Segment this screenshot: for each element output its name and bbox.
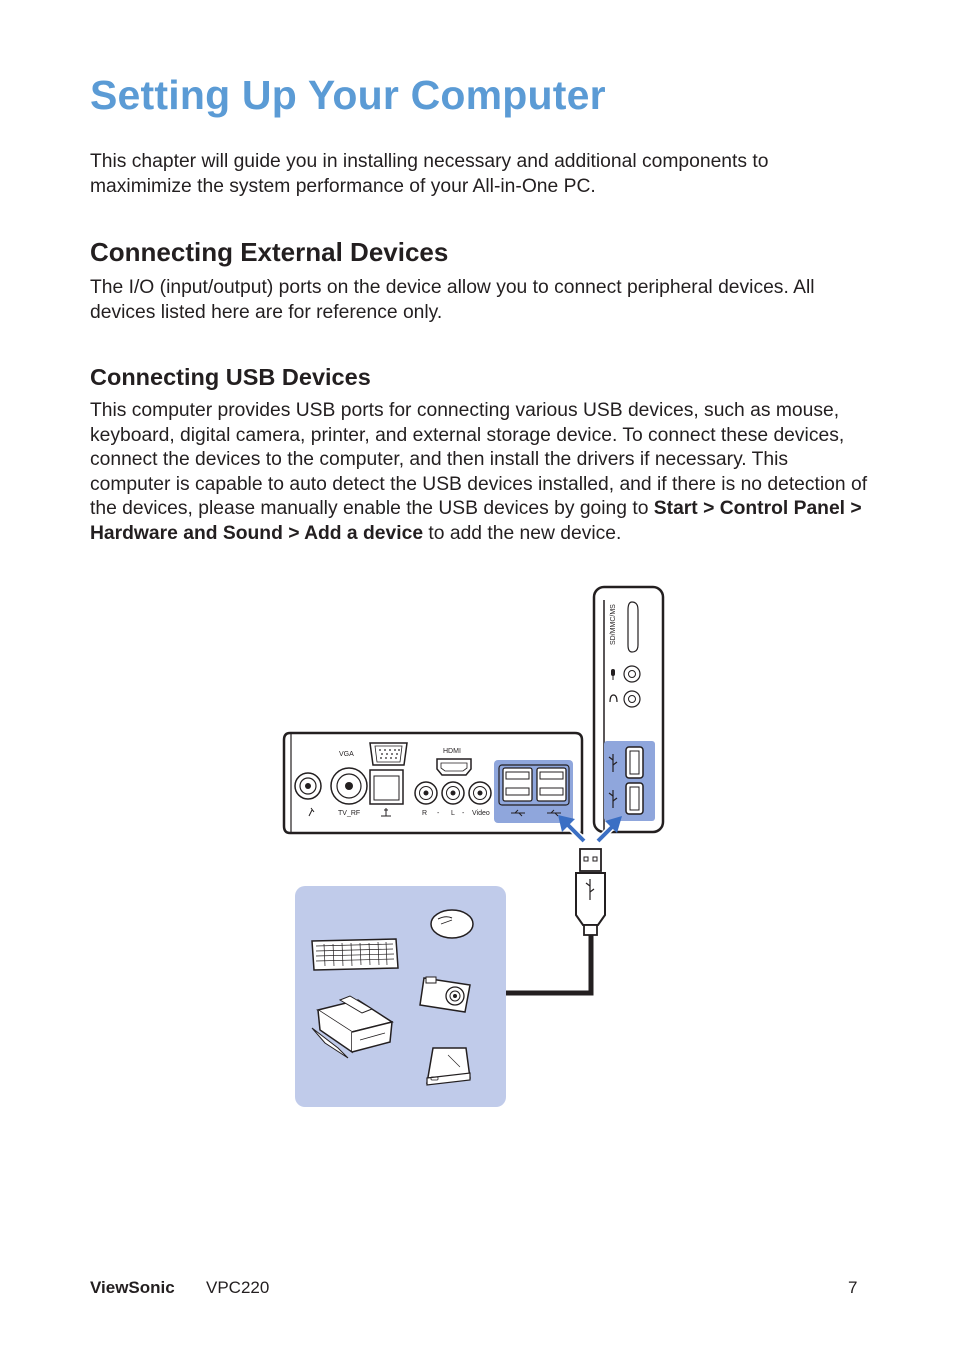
tv-rf-label: TV_RF [338,810,360,817]
side-io-panel: SD/MMC/MS [592,585,665,834]
usb-symbol-icon [511,809,561,817]
printer-icon [311,995,394,1059]
rear-io-panel: TV_RF VGA HDMI R - L - Video [282,731,584,835]
external-storage-icon [426,1047,471,1086]
keyboard-icon [311,938,399,971]
audio-r-label: R [422,810,427,817]
usb-devices-panel [295,886,506,1107]
hdmi-label: HDMI [443,748,461,755]
side-usb-port-2 [625,782,644,815]
usb-paragraph-text-start: This computer provides USB ports for con… [90,400,868,520]
footer-brand: ViewSonic [90,1278,175,1297]
video-jack [468,781,492,805]
vga-label: VGA [339,751,354,758]
usb-menu-path: Start > Control Panel > Hardware and Sou… [90,498,862,544]
vga-port [369,742,408,766]
usb-connection-diagram: SD/MMC/MS TV_RF VGA [282,585,665,1107]
antenna-port [294,772,322,800]
tv-rf-port [330,767,368,805]
side-usb-port-1 [625,746,644,779]
mouse-icon [430,909,474,939]
section-heading-external-devices: Connecting External Devices [90,237,449,267]
section-heading-usb-devices: Connecting USB Devices [90,364,371,390]
svg-text:-: - [437,810,440,817]
external-devices-paragraph: The I/O (input/output) ports on the devi… [90,277,815,323]
antenna-icon [308,807,315,817]
audio-l-label: L [451,810,455,817]
card-reader-slot [627,601,639,653]
headphone-jack [623,690,641,708]
usb-paragraph-text-end: to add the new device. [423,522,622,544]
page-number: 7 [848,1278,858,1297]
camera-icon [419,976,471,1013]
hdmi-port [436,758,472,776]
audio-l-jack [441,781,465,805]
usb-symbol-icon [608,754,618,808]
card-slot-label: SD/MMC/MS [610,604,617,645]
usb-cable-plug [575,848,606,936]
intro-paragraph: This chapter will guide you in installin… [90,151,769,197]
svg-text:-: - [462,810,465,817]
page-title: Setting Up Your Computer [90,72,606,118]
usb-cable [504,935,594,996]
footer-model: VPC220 [206,1278,270,1297]
connection-arrows [558,815,622,844]
ethernet-port [369,769,404,805]
headphone-icon [609,694,618,703]
rear-usb-ports [502,767,567,802]
video-label: Video [472,810,490,817]
usb-devices-paragraph: This computer provides USB ports for con… [90,399,870,547]
microphone-jack [623,665,641,683]
network-icon [381,808,391,817]
audio-r-jack [414,781,438,805]
microphone-icon [611,669,615,680]
